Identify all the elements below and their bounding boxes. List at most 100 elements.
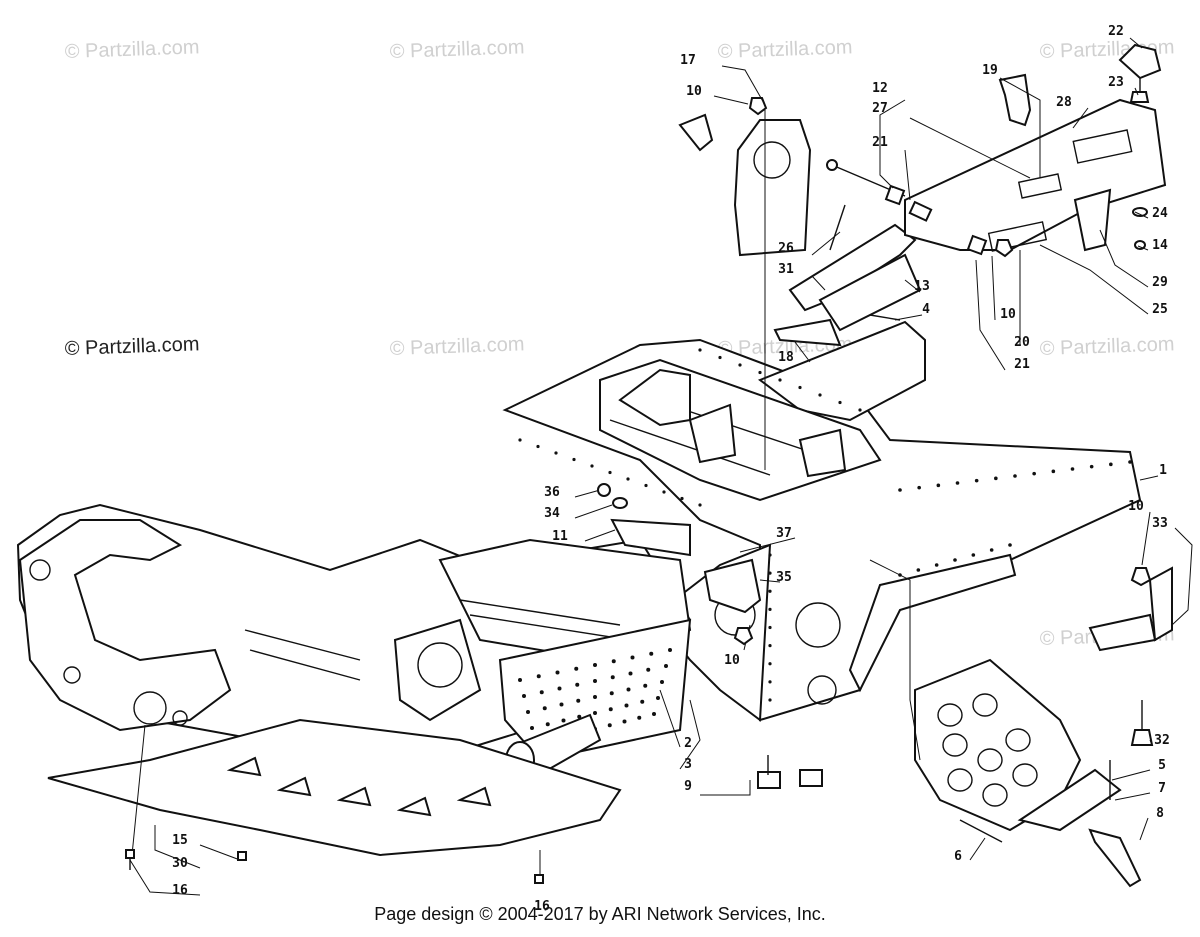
watermark-text: © Partzilla.com [717, 36, 852, 63]
callout-number: 2 [684, 736, 692, 751]
rivet-hole [1032, 471, 1036, 476]
rivet-hole [542, 706, 547, 711]
rivet-hole [649, 651, 654, 656]
rivet-hole [577, 714, 582, 719]
callout-number: 16 [172, 883, 188, 898]
callout-number: 10 [1000, 307, 1016, 322]
footplate-hole [977, 748, 1003, 772]
rivet-hole [936, 483, 941, 488]
rivet-hole [611, 659, 616, 664]
callout-number: 7 [1158, 781, 1166, 796]
rivet-hole [530, 726, 534, 730]
rivet-hole [656, 696, 660, 700]
rivet-hole [768, 589, 772, 593]
callout-number: 32 [1154, 733, 1170, 748]
rivet-hole [934, 563, 939, 567]
callout-number: 16 [534, 899, 550, 914]
rivet-hole [593, 663, 597, 667]
rivet-hole [572, 457, 576, 462]
rivet-hole [778, 378, 782, 382]
callout-number: 13 [914, 279, 930, 294]
rivet-hole [974, 478, 979, 483]
rivet-hole [640, 699, 645, 704]
rivet-hole [680, 496, 684, 501]
rivet-hole [660, 680, 664, 684]
rivet-hole [522, 694, 526, 698]
callout-number: 28 [1056, 95, 1072, 110]
watermark-text: © Partzilla.com [389, 333, 524, 360]
rivet-hole [646, 667, 651, 672]
watermark-text: © Partzilla.com [1039, 333, 1174, 360]
callout-number: 37 [776, 526, 792, 541]
page-footer: Page design © 2004-2017 by ARI Network S… [374, 904, 826, 924]
rivet-hole [608, 470, 612, 475]
leader-lines [129, 37, 1193, 896]
callout-number: 34 [544, 506, 560, 521]
rivet-hole [768, 698, 772, 702]
callout-number: 21 [1014, 357, 1030, 372]
callout-number: 35 [776, 570, 792, 585]
footplate-hole [942, 733, 968, 757]
rivet-hole [718, 355, 722, 360]
rivet-hole [624, 703, 629, 708]
callout-number: 29 [1152, 275, 1168, 290]
rivet-hole [561, 718, 566, 723]
rivet-hole [609, 691, 614, 696]
callout-number: 1 [1159, 463, 1167, 478]
callout-number: 9 [684, 779, 692, 794]
rivet-hole [858, 408, 862, 412]
rivet-hole [593, 695, 597, 699]
rivet-hole [698, 348, 702, 352]
rivet-hole [630, 655, 635, 660]
callout-number: 30 [172, 856, 188, 871]
main-frame-drawing [16, 320, 1142, 857]
callout-number: 10 [686, 84, 702, 99]
rivet-hole [798, 385, 802, 390]
callout-number: 31 [778, 262, 794, 277]
rivet-hole [953, 558, 957, 562]
callout-number: 18 [778, 350, 794, 365]
rivet-hole [590, 464, 594, 468]
rivet-hole [989, 548, 994, 552]
callout-number: 10 [724, 653, 740, 668]
rivet-hole [536, 674, 541, 679]
rivet-hole [1070, 467, 1075, 471]
rivet-hole [518, 438, 522, 442]
rivet-hole [768, 553, 772, 557]
callout-number: 4 [922, 302, 930, 317]
rivet-hole [768, 625, 772, 630]
rivet-hole [838, 400, 842, 405]
rivet-hole [662, 490, 666, 494]
callout-number: 5 [1158, 758, 1166, 773]
callout-number: 12 [872, 81, 888, 96]
callout-number: 6 [954, 849, 962, 864]
callout-number: 23 [1108, 75, 1124, 90]
callout-number: 20 [1014, 335, 1030, 350]
rivet-hole [637, 715, 642, 720]
callout-number: 36 [544, 485, 560, 500]
rivet-hole [593, 679, 597, 683]
rivet-hole [768, 644, 772, 648]
callout-number: 11 [552, 529, 568, 544]
footplate-hole [937, 703, 963, 727]
rivet-hole [664, 664, 668, 668]
rivet-hole [526, 710, 530, 714]
callout-number: 17 [680, 53, 696, 68]
rivet-hole [622, 719, 627, 724]
footplate-hole [947, 768, 973, 792]
callout-number: 22 [1108, 24, 1124, 39]
rivet-hole [1008, 543, 1012, 547]
rivet-holes [518, 348, 1132, 702]
rivet-hole [575, 682, 580, 687]
callout-number: 14 [1152, 238, 1168, 253]
watermark-text: © Partzilla.com [64, 333, 199, 360]
rivet-hole [1013, 474, 1017, 478]
rivet-hole [559, 702, 564, 707]
rivet-hole [768, 607, 772, 611]
rivet-hole [652, 712, 656, 716]
callout-number: 10 [1128, 499, 1144, 514]
rivet-hole [555, 670, 560, 675]
rivet-hole [608, 707, 613, 712]
